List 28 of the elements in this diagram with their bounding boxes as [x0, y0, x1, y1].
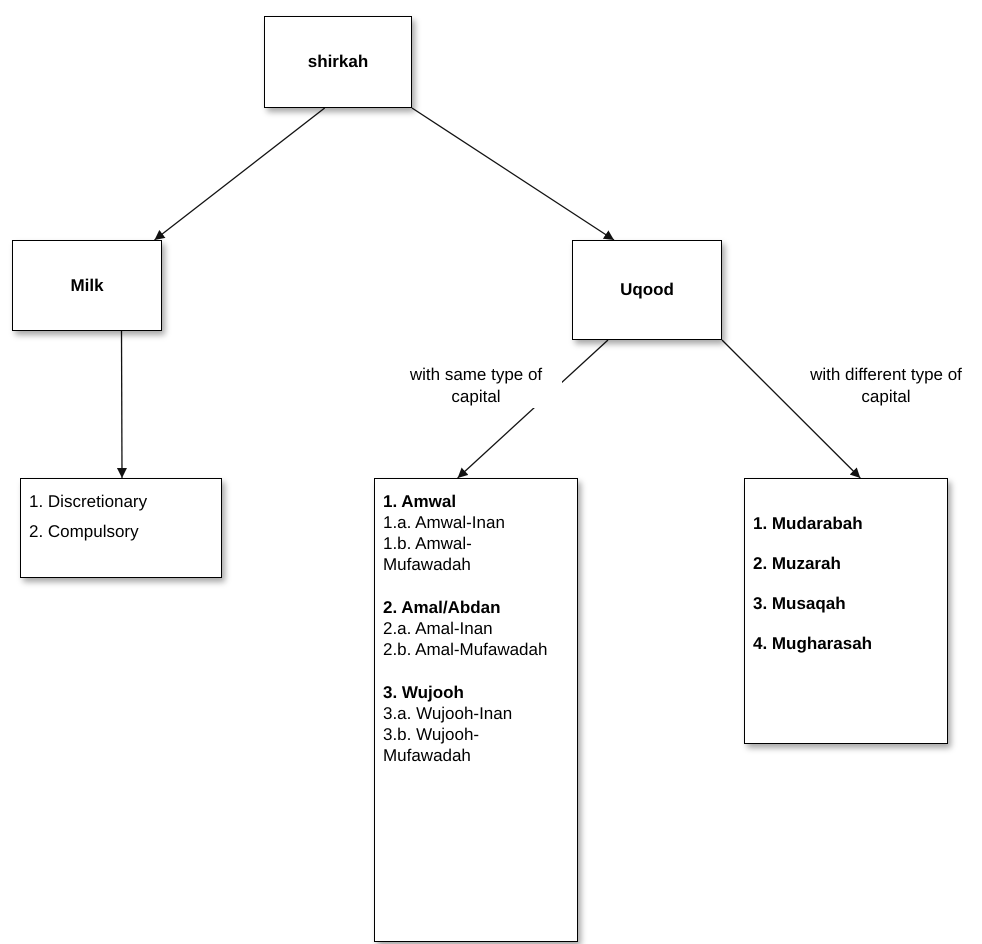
category-box	[12, 240, 162, 331]
arrow	[154, 107, 326, 241]
arrow	[116, 331, 127, 478]
list-item: 2. Compulsory	[29, 521, 140, 543]
list-item: 4. Mugharasah	[753, 633, 874, 655]
list-item: 2.b. Amal-Mufawadah	[383, 639, 548, 660]
list-item: 1.a. Amwal-Inan	[383, 512, 506, 533]
list-item: 1.b. Amwal-Mufawadah	[383, 533, 473, 575]
list-item: 2.a. Amal-Inan	[383, 618, 494, 639]
node-label: Uqood	[620, 279, 674, 302]
list-box	[20, 478, 222, 578]
list-item: 1. Mudarabah	[753, 513, 864, 535]
node-label: shirkah	[308, 51, 368, 74]
category-box	[264, 16, 412, 108]
list-item: 2. Amal/Abdan	[383, 597, 502, 618]
arrow	[412, 107, 614, 241]
list-item: 3. Musaqah	[753, 593, 847, 615]
list-item: 2. Muzarah	[753, 553, 842, 575]
list-box	[374, 478, 578, 942]
arrow	[722, 340, 861, 478]
list-item: 3.b. Wujooh-Mufawadah	[383, 724, 480, 766]
list-item: 1. Amwal	[383, 491, 458, 512]
node-label: Milk	[70, 274, 104, 297]
list-item: 3.a. Wujooh-Inan	[383, 703, 514, 724]
category-box	[572, 240, 722, 340]
list-item: 1. Discretionary	[29, 491, 148, 513]
list-item: 3. Wujooh	[383, 682, 465, 703]
list-box	[744, 478, 948, 744]
